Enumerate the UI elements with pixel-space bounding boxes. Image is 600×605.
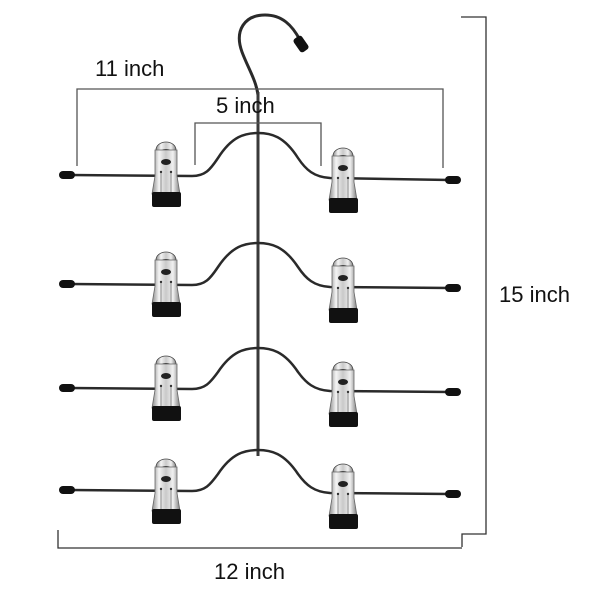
hook: [237, 13, 309, 97]
dimension-label-arm-span: 11 inch: [95, 56, 165, 81]
dimension-label-center-arch: 5 inch: [216, 93, 275, 118]
dimension-11-inch-bracket: [76, 88, 444, 168]
tier-4: [59, 448, 461, 530]
tier-1: [59, 131, 461, 214]
dimension-5-inch-bracket: [194, 122, 322, 166]
tier-3: [59, 346, 461, 428]
tier-2: [59, 241, 461, 324]
dimension-label-height: 15 inch: [499, 282, 570, 307]
dimension-12-inch-bracket: [57, 530, 462, 549]
dimension-15-inch-bracket: [461, 16, 487, 547]
dimension-label-overall-width: 12 inch: [214, 559, 285, 584]
